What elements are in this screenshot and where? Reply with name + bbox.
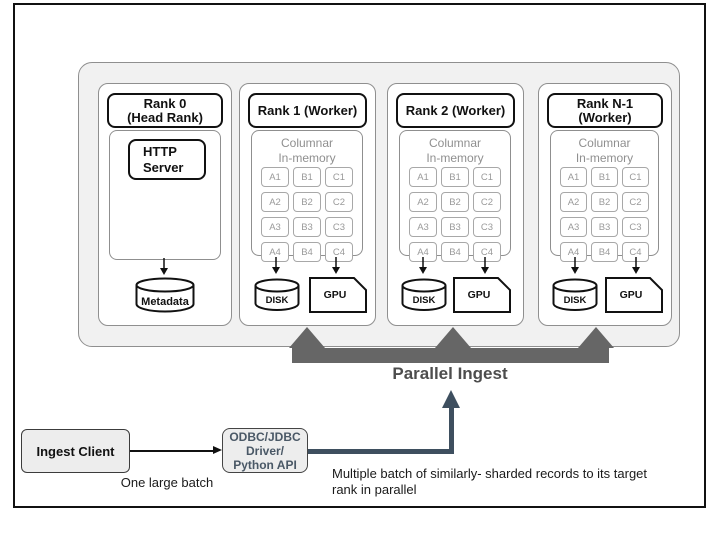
memory-grid: A1 B1 C1 A2 B2 C2 A3 B3 C3 A4 B4 C4 xyxy=(560,167,649,262)
memory-cell: B2 xyxy=(293,192,321,212)
memory-cell: C1 xyxy=(325,167,353,187)
memory-cell: C2 xyxy=(622,192,649,212)
memory-cell: B4 xyxy=(293,242,321,262)
memory-cell: B1 xyxy=(441,167,469,187)
memory-cell: A1 xyxy=(261,167,289,187)
memory-cell: B3 xyxy=(293,217,321,237)
memory-cell: B1 xyxy=(591,167,618,187)
memory-cell: C4 xyxy=(325,242,353,262)
memory-cell: C3 xyxy=(325,217,353,237)
rank-0-body: HTTP Server xyxy=(109,130,221,260)
memory-cell: A4 xyxy=(560,242,587,262)
panel-rank-0: Rank 0 (Head Rank) HTTP Server Metadata xyxy=(98,83,232,326)
rank-0-title: Rank 0 (Head Rank) xyxy=(107,93,223,128)
memory-cell: B3 xyxy=(441,217,469,237)
disk-label: DISK xyxy=(563,295,587,306)
down-arrow-icon xyxy=(632,257,640,274)
parallel-ingest-bar xyxy=(292,348,609,363)
memory-cell: C1 xyxy=(622,167,649,187)
rank-1-title: Rank 1 (Worker) xyxy=(248,93,367,128)
gpu-label: GPU xyxy=(467,289,491,301)
memory-cell: A4 xyxy=(261,242,289,262)
gpu-shape-icon xyxy=(605,277,663,313)
database-cylinder-icon xyxy=(254,278,300,311)
memory-cell: A3 xyxy=(560,217,587,237)
memory-cell: A2 xyxy=(409,192,437,212)
cluster-container: Rank 0 (Head Rank) HTTP Server Metadata … xyxy=(78,62,680,347)
memory-cell: A3 xyxy=(261,217,289,237)
memory-cell: C3 xyxy=(622,217,649,237)
memory-cell: C4 xyxy=(473,242,501,262)
panel-rank-1: Rank 1 (Worker) Columnar In-memory A1 B1… xyxy=(239,83,376,326)
parallel-ingest-arrowhead-icon xyxy=(578,327,614,348)
disk-db: DISK xyxy=(552,278,598,312)
gpu-label: GPU xyxy=(323,289,347,301)
gpu-box: GPU xyxy=(309,277,367,313)
database-cylinder-icon xyxy=(135,277,195,313)
memory-cell: B3 xyxy=(591,217,618,237)
database-cylinder-icon xyxy=(552,278,598,311)
memory-cell: B1 xyxy=(293,167,321,187)
slate-arrow-vertical xyxy=(449,407,454,453)
gpu-box: GPU xyxy=(453,277,511,313)
http-server-box: HTTP Server xyxy=(128,139,206,180)
memory-cell: A3 xyxy=(409,217,437,237)
memory-cell: A2 xyxy=(261,192,289,212)
down-arrow-icon xyxy=(419,257,427,274)
rank-2-title: Rank 2 (Worker) xyxy=(396,93,515,128)
memory-cell: B4 xyxy=(441,242,469,262)
memory-cell: B2 xyxy=(441,192,469,212)
down-arrow-icon xyxy=(571,257,579,274)
slate-arrowhead-icon xyxy=(442,390,460,408)
down-arrow-icon xyxy=(481,257,489,274)
metadata-db: Metadata xyxy=(135,277,195,313)
disk-label: DISK xyxy=(412,295,436,306)
driver-box: ODBC/JDBC Driver/ Python API xyxy=(222,428,308,473)
gpu-shape-icon xyxy=(309,277,367,313)
memory-cell: C1 xyxy=(473,167,501,187)
rank-2-memory: Columnar In-memory A1 B1 C1 A2 B2 C2 A3 … xyxy=(399,130,511,262)
disk-label: DISK xyxy=(265,295,289,306)
memory-cell: C3 xyxy=(473,217,501,237)
memory-heading: Columnar In-memory xyxy=(278,136,336,165)
panel-rank-2: Rank 2 (Worker) Columnar In-memory A1 B1… xyxy=(387,83,524,326)
memory-heading: Columnar In-memory xyxy=(426,136,484,165)
down-arrow-icon xyxy=(272,257,280,274)
multi-batch-note: Multiple batch of similarly- sharded rec… xyxy=(332,466,648,497)
parallel-ingest-label: Parallel Ingest xyxy=(392,364,508,383)
parallel-ingest-arrowhead-icon xyxy=(435,327,471,348)
gpu-label: GPU xyxy=(619,289,643,301)
disk-db: DISK xyxy=(254,278,300,312)
down-arrow-icon xyxy=(160,258,168,275)
gpu-shape-icon xyxy=(453,277,511,313)
client-to-driver-line xyxy=(130,450,214,452)
database-cylinder-icon xyxy=(401,278,447,311)
gpu-box: GPU xyxy=(605,277,663,313)
memory-cell: A1 xyxy=(409,167,437,187)
one-large-batch-caption: One large batch xyxy=(120,475,214,490)
rank-1-memory: Columnar In-memory A1 B1 C1 A2 B2 C2 A3 … xyxy=(251,130,363,262)
memory-cell: A1 xyxy=(560,167,587,187)
panel-rank-n1: Rank N-1 (Worker) Columnar In-memory A1 … xyxy=(538,83,672,326)
rank-n1-title: Rank N-1 (Worker) xyxy=(547,93,663,128)
memory-grid: A1 B1 C1 A2 B2 C2 A3 B3 C3 A4 B4 C4 xyxy=(261,167,353,262)
disk-db: DISK xyxy=(401,278,447,312)
memory-cell: C2 xyxy=(325,192,353,212)
right-arrowhead-icon xyxy=(213,446,222,454)
rank-n1-memory: Columnar In-memory A1 B1 C1 A2 B2 C2 A3 … xyxy=(550,130,659,262)
memory-cell: B4 xyxy=(591,242,618,262)
memory-heading: Columnar In-memory xyxy=(575,136,634,165)
memory-cell: B2 xyxy=(591,192,618,212)
memory-grid: A1 B1 C1 A2 B2 C2 A3 B3 C3 A4 B4 C4 xyxy=(409,167,501,262)
memory-cell: C2 xyxy=(473,192,501,212)
memory-cell: A2 xyxy=(560,192,587,212)
ingest-client-box: Ingest Client xyxy=(21,429,130,473)
parallel-ingest-arrowhead-icon xyxy=(289,327,325,348)
slate-arrow-horizontal xyxy=(308,449,454,454)
down-arrow-icon xyxy=(332,257,340,274)
metadata-label: Metadata xyxy=(141,296,189,308)
